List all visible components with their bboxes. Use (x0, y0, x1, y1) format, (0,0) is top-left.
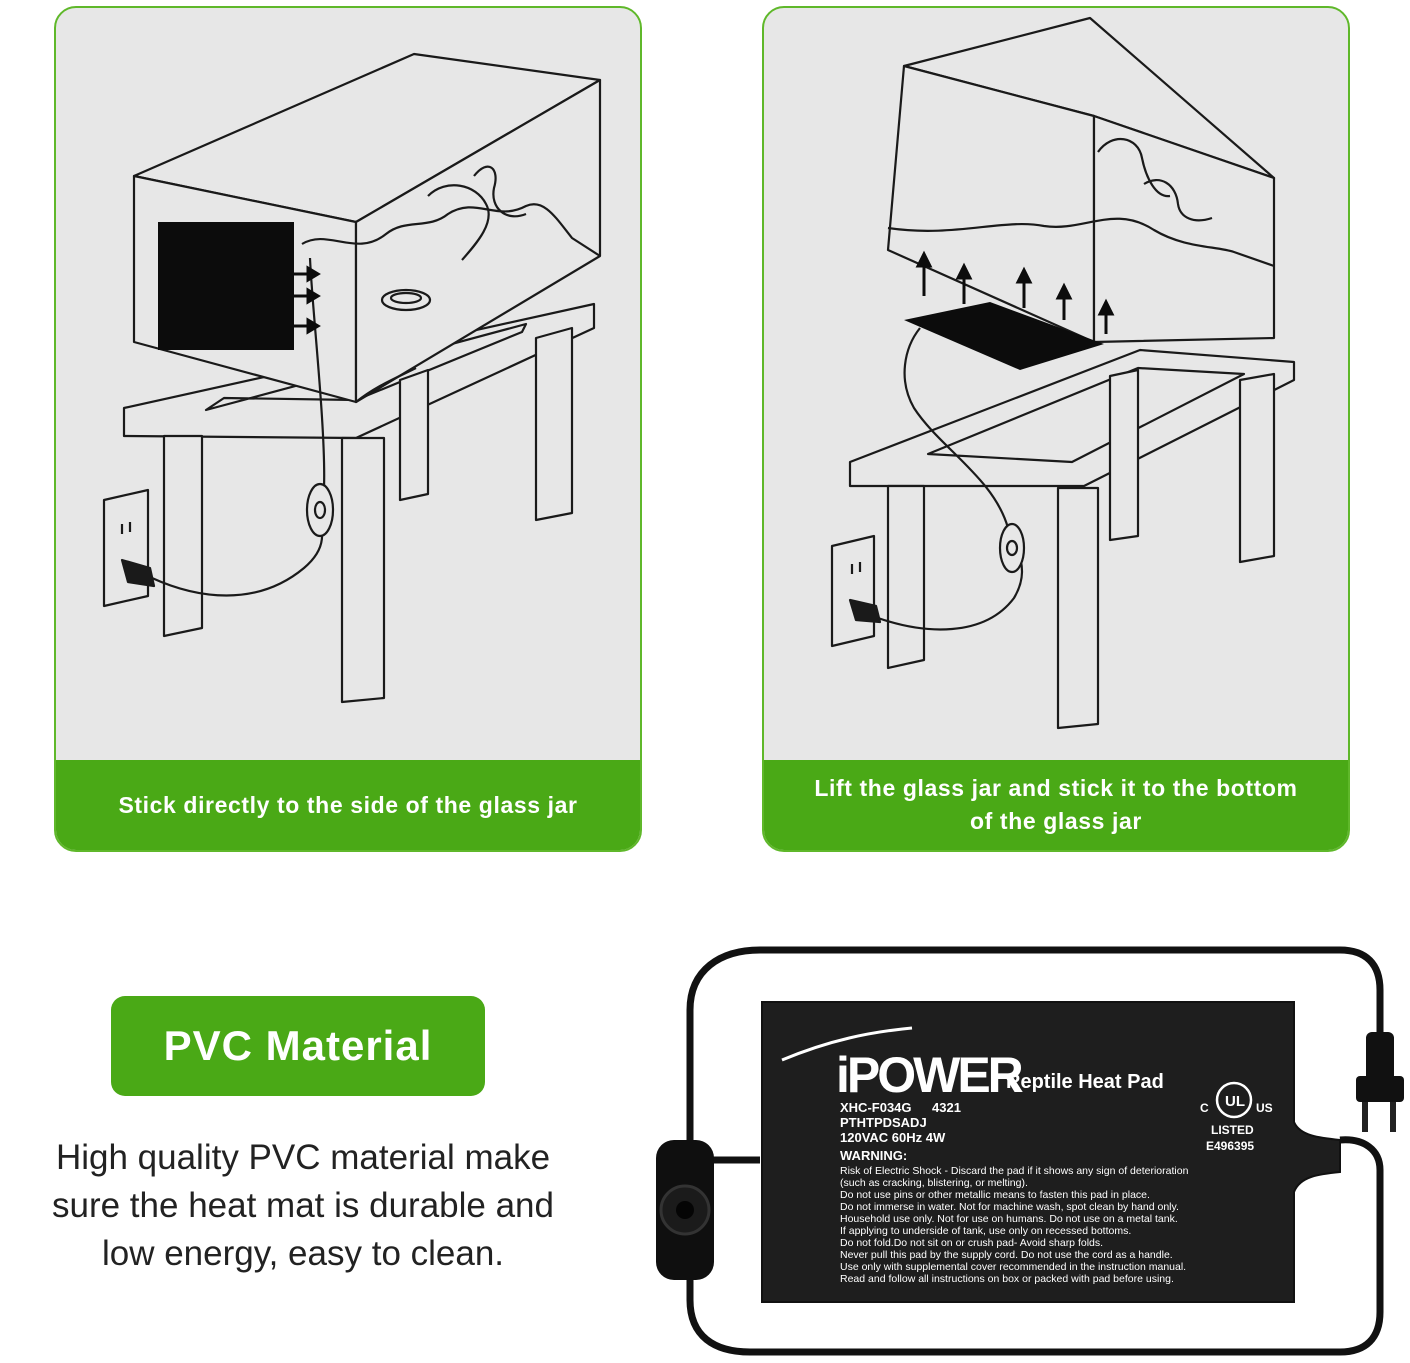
ul-text: UL (1225, 1093, 1245, 1110)
warning-block: Risk of Electric Shock - Discard the pad… (840, 1165, 1189, 1285)
product-name: Reptile Heat Pad (1006, 1071, 1164, 1093)
power-cord (686, 946, 1384, 1164)
side-mount-illustration (102, 52, 602, 704)
sku: PTHTPDSADJ (840, 1115, 927, 1130)
warning-line: If applying to underside of tank, use on… (840, 1225, 1131, 1237)
heat-pad-shape (904, 302, 1104, 370)
pvc-material-badge-text: PVC Material (163, 1022, 433, 1069)
bottom-mount-caption-line2: of the glass jar (970, 808, 1142, 834)
description-line: High quality PVC material make (55, 1138, 551, 1177)
bottom-mount-illustration (830, 16, 1296, 730)
warning-line: Do not fold.Do not sit on or crush pad- … (840, 1237, 1103, 1249)
ul-listed-mark: C UL US LISTED E496395 (1200, 1081, 1273, 1153)
model-code: 4321 (932, 1100, 961, 1115)
model-number: XHC-F034G (840, 1100, 912, 1115)
warning-line: (such as cracking, blistering, or meltin… (840, 1177, 1028, 1189)
bottom-mount-panel: Lift the glass jar and stick it to the b… (762, 6, 1350, 852)
logo-swoosh-icon (781, 1026, 913, 1062)
heat-pad-product-image: iPOWER Reptile Heat Pad XHC-F034G 4321 P… (656, 946, 1404, 1356)
ul-c-mark: C (1200, 1101, 1209, 1115)
side-mount-caption: Stick directly to the side of the glass … (56, 760, 640, 850)
warning-line: Use only with supplemental cover recomme… (840, 1261, 1186, 1273)
warning-title: WARNING: (840, 1148, 907, 1163)
plug-icon (1356, 1032, 1404, 1132)
side-mount-panel: Stick directly to the side of the glass … (54, 6, 642, 852)
warning-line: Risk of Electric Shock - Discard the pad… (840, 1165, 1189, 1177)
side-mount-caption-text: Stick directly to the side of the glass … (118, 791, 578, 818)
warning-line: Never pull this pad by the supply cord. … (840, 1249, 1173, 1261)
electrical-rating: 120VAC 60Hz 4W (840, 1130, 946, 1145)
power-cord (686, 1136, 1384, 1356)
warning-line: Read and follow all instructions on box … (840, 1273, 1174, 1285)
dimmer-switch-icon[interactable] (656, 1140, 714, 1280)
warning-line: Household use only. Not for use on human… (840, 1213, 1178, 1225)
warning-line: Do not use pins or other metallic means … (840, 1189, 1150, 1201)
heat-pad (761, 1001, 1341, 1303)
description-line: low energy, easy to clean. (101, 1234, 505, 1273)
description-line: sure the heat mat is durable and (52, 1186, 554, 1225)
certificate-number: E496395 (1206, 1139, 1254, 1153)
listed-text: LISTED (1211, 1123, 1254, 1137)
heat-pad-shape (158, 222, 294, 350)
warning-line: Do not immerse in water. Not for machine… (840, 1201, 1179, 1213)
ul-us-mark: US (1256, 1101, 1273, 1115)
bottom-mount-caption: Lift the glass jar and stick it to the b… (764, 760, 1348, 850)
brand-logo: iPOWER (836, 1047, 1024, 1103)
bottom-mount-caption-line1: Lift the glass jar and stick it to the b… (814, 775, 1298, 801)
pvc-material-badge: PVC Material (111, 996, 485, 1096)
feature-description: High quality PVC material make sure the … (0, 1134, 606, 1278)
